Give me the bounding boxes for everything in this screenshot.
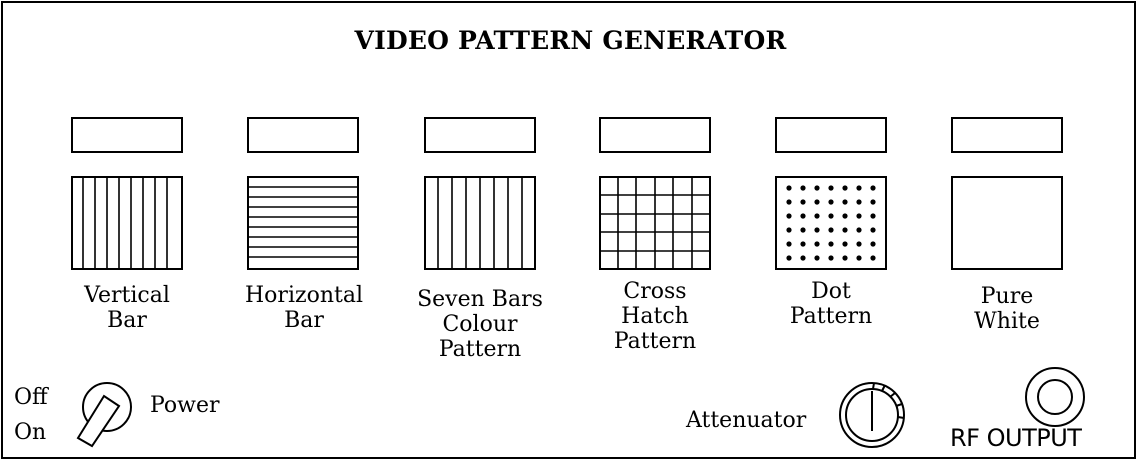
dot xyxy=(870,227,876,233)
dot xyxy=(800,241,806,247)
dot xyxy=(870,213,876,219)
dot xyxy=(786,255,792,261)
power-off-label: Off xyxy=(14,385,48,410)
horizontal-bar-select-button[interactable] xyxy=(247,117,359,153)
label-line: Bar xyxy=(107,308,147,333)
dot xyxy=(842,241,848,247)
dot xyxy=(814,185,820,191)
dot xyxy=(856,213,862,219)
label-line: Dot xyxy=(811,279,851,304)
dot xyxy=(814,199,820,205)
cross-hatch-select-button[interactable] xyxy=(599,117,711,153)
dot xyxy=(856,255,862,261)
dot xyxy=(814,227,820,233)
power-switch-knob-icon[interactable] xyxy=(76,376,138,452)
seven-bars-pattern-icon xyxy=(424,176,536,270)
dot xyxy=(814,255,820,261)
label-line: Cross xyxy=(623,279,687,304)
label-line: White xyxy=(974,309,1040,334)
dot xyxy=(828,227,834,233)
rf-output-connector-icon[interactable] xyxy=(1022,364,1088,430)
dot xyxy=(828,213,834,219)
dot xyxy=(870,255,876,261)
seven-bars-select-button[interactable] xyxy=(424,117,536,153)
dot xyxy=(828,241,834,247)
pattern-label-dot: Dot Pattern xyxy=(756,279,906,329)
dot xyxy=(828,199,834,205)
pattern-label-vertical-bar: Vertical Bar xyxy=(52,283,202,333)
dot xyxy=(842,255,848,261)
panel-title: VIDEO PATTERN GENERATOR xyxy=(354,26,787,55)
dot xyxy=(870,199,876,205)
pure-white-pattern-icon xyxy=(951,176,1063,270)
dot xyxy=(842,227,848,233)
dot xyxy=(786,185,792,191)
dot xyxy=(856,241,862,247)
dot xyxy=(842,213,848,219)
dot xyxy=(814,241,820,247)
label-line: Seven Bars xyxy=(417,287,543,312)
label-line: Bar xyxy=(284,308,324,333)
dot xyxy=(842,199,848,205)
dot xyxy=(870,241,876,247)
pattern-label-cross-hatch: Cross Hatch Pattern xyxy=(580,279,730,354)
dot-pattern-icon xyxy=(775,176,887,270)
dot xyxy=(856,185,862,191)
dot xyxy=(800,199,806,205)
power-on-label: On xyxy=(14,420,47,445)
dot-pattern-select-button[interactable] xyxy=(775,117,887,153)
dot xyxy=(786,213,792,219)
label-line: Pattern xyxy=(613,329,697,354)
dot xyxy=(842,185,848,191)
dot xyxy=(800,185,806,191)
label-line: Pattern xyxy=(789,304,873,329)
dot xyxy=(828,185,834,191)
label-line: Horizontal xyxy=(245,283,363,308)
dot xyxy=(786,227,792,233)
dot xyxy=(856,227,862,233)
vertical-bar-select-button[interactable] xyxy=(71,117,183,153)
dot xyxy=(800,213,806,219)
label-line: Pattern xyxy=(438,337,522,362)
pattern-label-horizontal-bar: Horizontal Bar xyxy=(229,283,379,333)
pure-white-select-button[interactable] xyxy=(951,117,1063,153)
dot xyxy=(814,213,820,219)
pattern-label-pure-white: Pure White xyxy=(932,284,1082,334)
vertical-bars-pattern-icon xyxy=(71,176,183,270)
rf-output-label: RF OUTPUT xyxy=(950,424,1082,452)
label-line: Vertical xyxy=(84,283,170,308)
label-line: Pure xyxy=(980,284,1034,309)
dot xyxy=(800,227,806,233)
label-line: Hatch xyxy=(621,304,689,329)
cross-hatch-pattern-icon xyxy=(599,176,711,270)
dot xyxy=(828,255,834,261)
pattern-label-seven-bars: Seven Bars Colour Pattern xyxy=(405,287,555,362)
dot xyxy=(786,241,792,247)
dot xyxy=(786,199,792,205)
label-line: Colour xyxy=(442,312,518,337)
power-label: Power xyxy=(150,393,220,418)
horizontal-bars-pattern-icon xyxy=(247,176,359,270)
dot xyxy=(870,185,876,191)
attenuator-knob-icon[interactable] xyxy=(836,367,916,453)
attenuator-label: Attenuator xyxy=(686,408,807,433)
dot xyxy=(856,199,862,205)
dot xyxy=(800,255,806,261)
